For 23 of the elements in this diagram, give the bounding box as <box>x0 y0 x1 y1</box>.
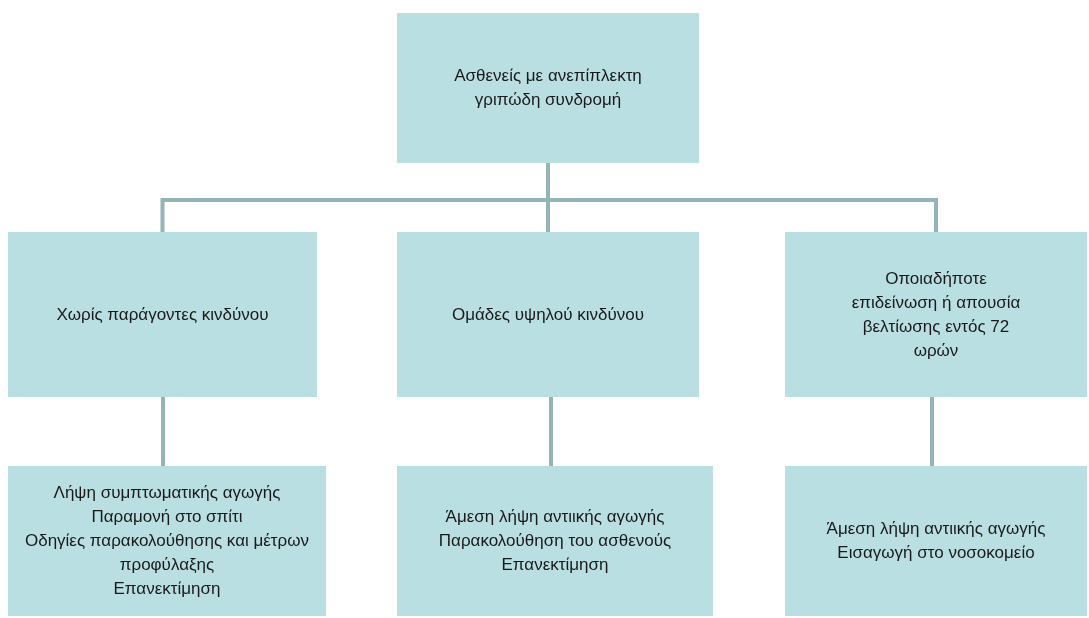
box-text: Επανεκτίμηση <box>113 578 221 600</box>
connector-line <box>161 397 165 466</box>
box-text: Χωρίς παράγοντες κινδύνου <box>56 303 269 326</box>
box-text: Παρακολούθηση του ασθενούς <box>438 530 672 552</box>
process-box <box>8 232 317 397</box>
process-box <box>8 466 326 616</box>
process-box <box>397 232 699 397</box>
process-box <box>785 232 1087 397</box>
box-text: Οποιαδήποτε επιδείνωση ή απουσία βελτίωσης εντός 72 ωρών <box>850 267 1022 362</box>
connector-line <box>549 397 553 466</box>
box-text: Άμεση λήψη αντιικής αγωγής <box>826 518 1046 540</box>
process-box <box>785 466 1087 616</box>
box-text: Ομάδες υψηλού κινδύνου <box>451 303 645 326</box>
process-box <box>397 13 699 163</box>
process-box <box>397 466 713 616</box>
box-text: Ασθενείς με ανεπίπλεκτη γριπώδη συνδρομή <box>453 65 643 111</box>
box-text: Λήψη συμπτωματικής αγωγής <box>53 482 281 504</box>
box-text: Παραμονή στο σπίτι <box>91 506 243 528</box>
box-text: Άμεση λήψη αντιικής αγωγής <box>445 506 665 528</box>
connector-line <box>930 397 934 466</box>
box-text: Οδηγίες παρακολούθησης και μέτρων προφύλαξης <box>23 530 311 576</box>
box-text: Επανεκτίμηση <box>501 554 609 576</box>
box-text: Εισαγωγή στο νοσοκομείο <box>837 542 1035 564</box>
